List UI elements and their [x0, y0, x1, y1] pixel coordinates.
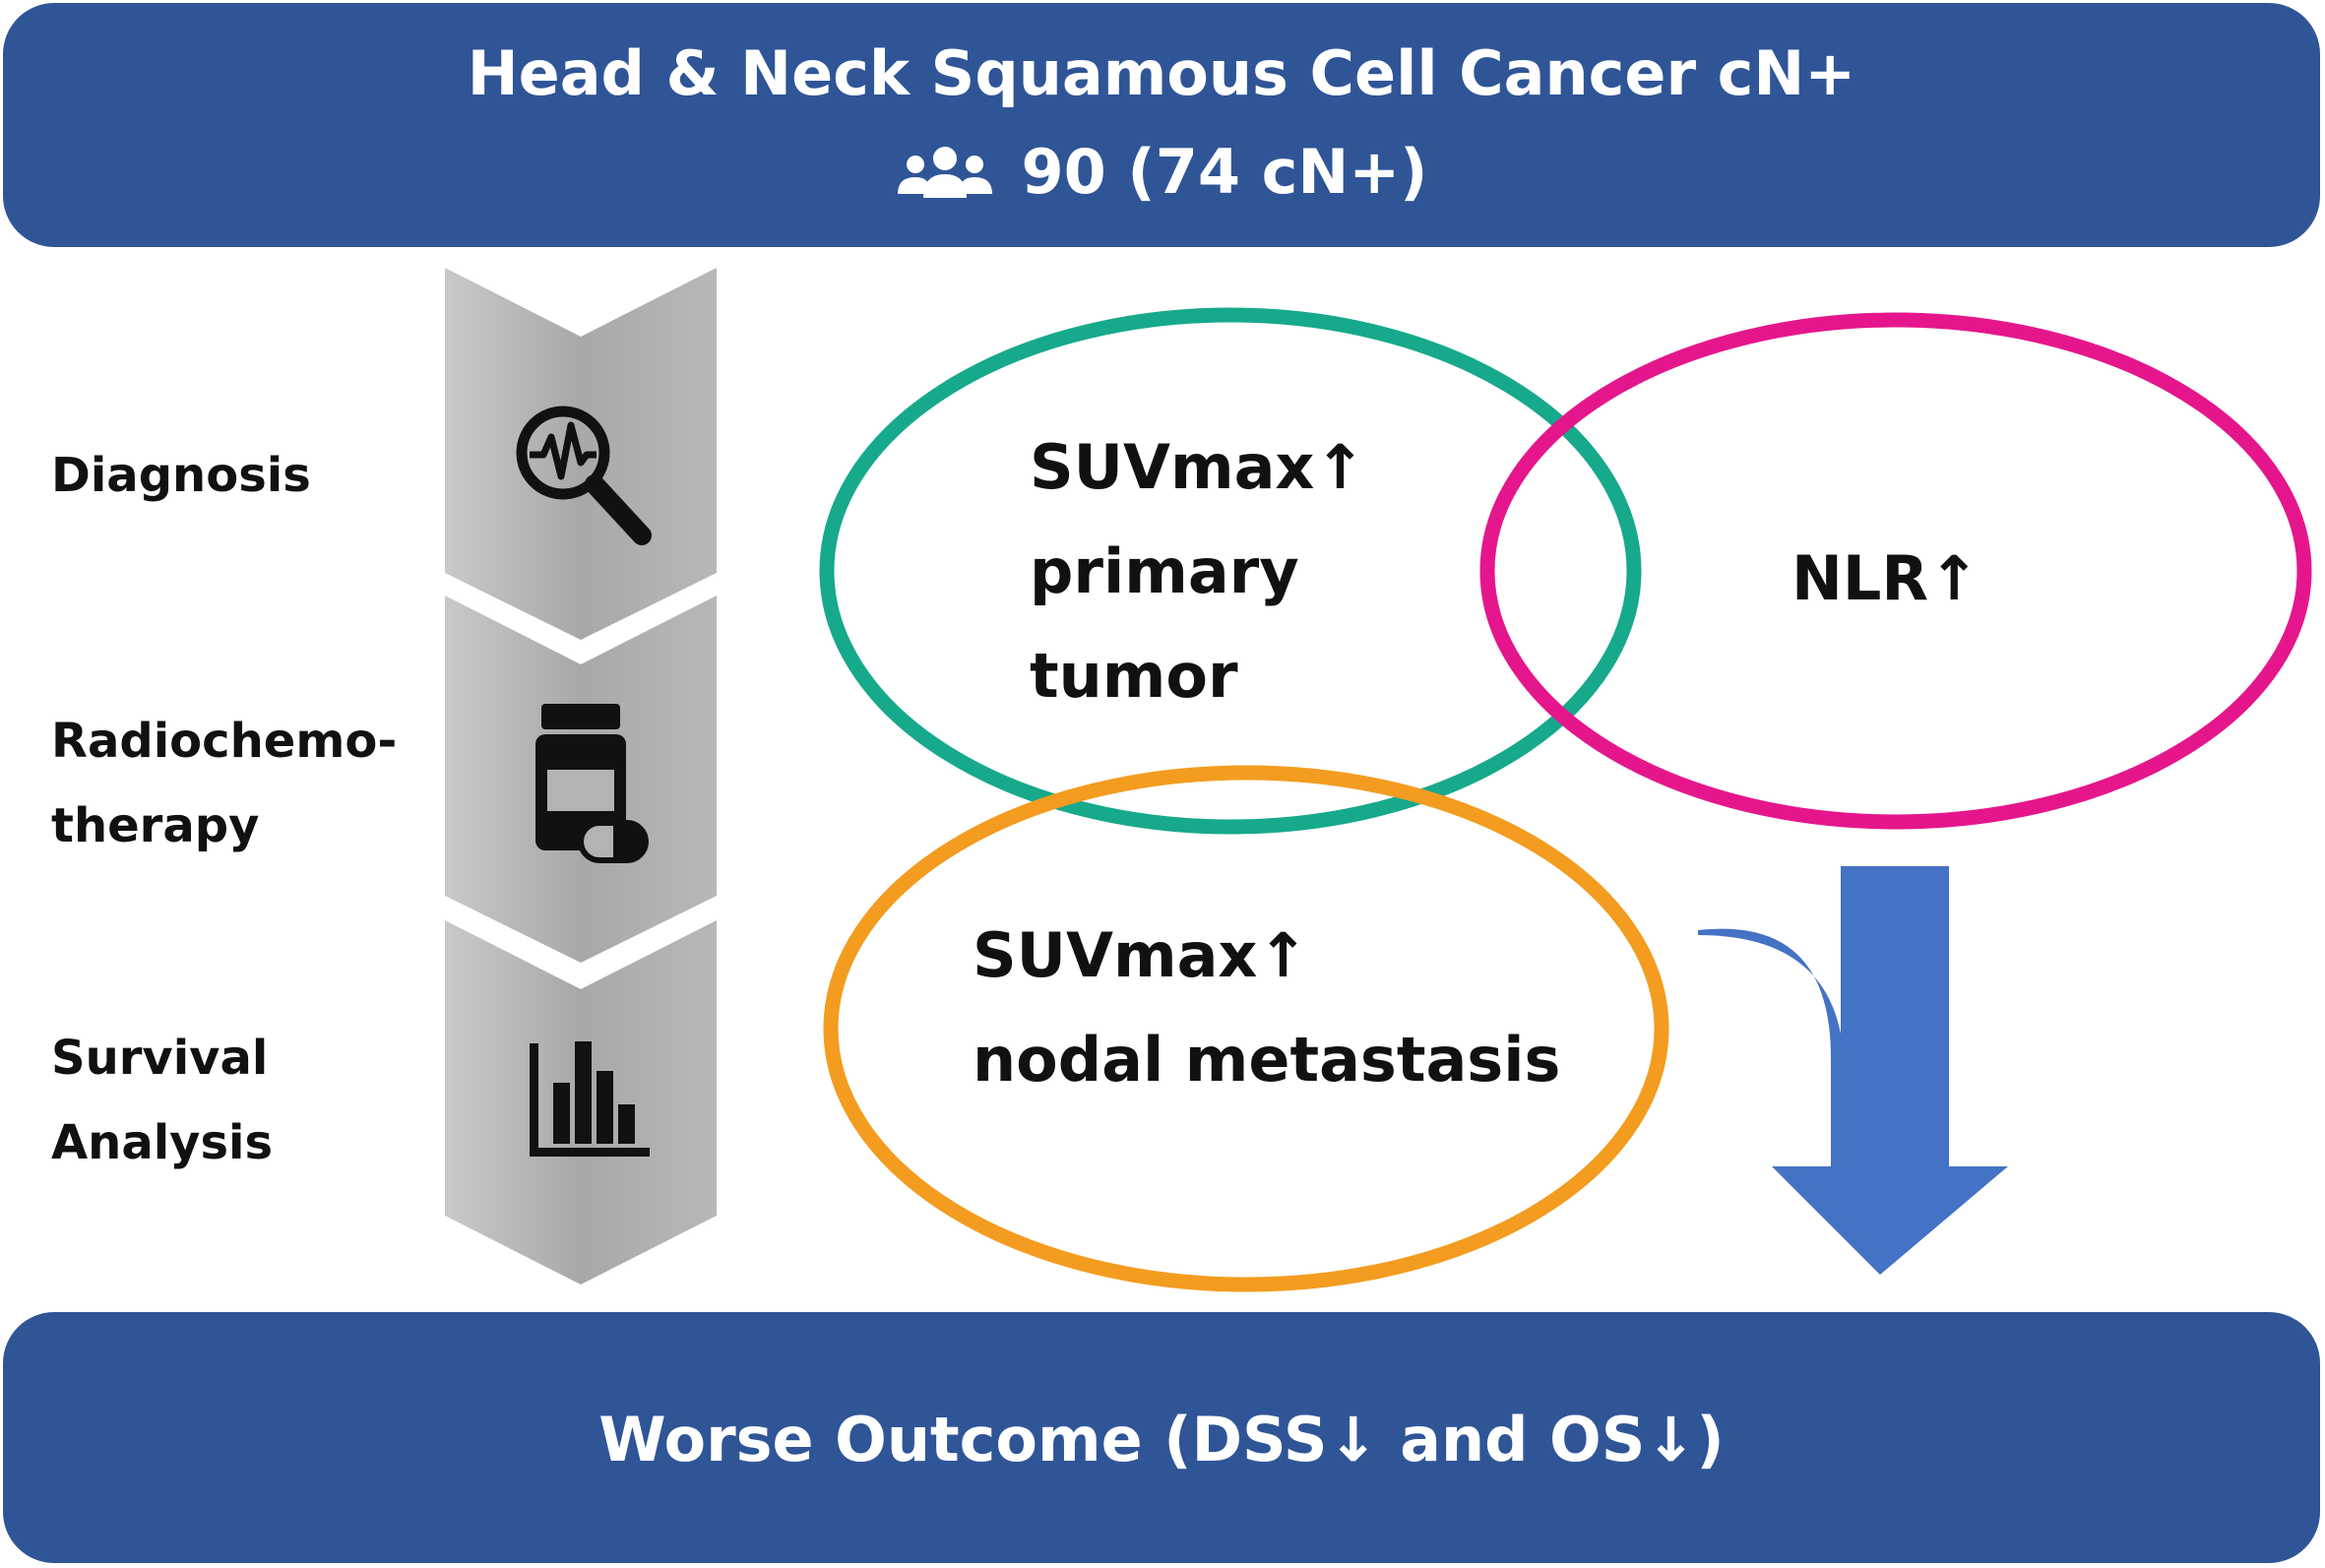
- diagram-title: Head & Neck Squamous Cell Cancer cN+: [467, 37, 1856, 109]
- magnifier-with-pulse-icon: [516, 406, 652, 545]
- suv-nodal-label: SUVmax↑ nodal metastasis: [973, 904, 1560, 1112]
- suv-primary-label: SUVmax↑ primary tumor: [1030, 415, 1365, 728]
- outcome-arrow: [1698, 866, 2008, 1275]
- suv-primary-ellipse: [819, 307, 1642, 835]
- patient-count-row: 90 (74 cN+): [3, 133, 2320, 212]
- header-banner: Head & Neck Squamous Cell Cancer cN+ 90 …: [3, 3, 2320, 247]
- step-label-line: Diagnosis: [51, 448, 311, 503]
- suv-primary-line: tumor: [1030, 640, 1238, 712]
- step-label-line: Survival: [51, 1031, 269, 1086]
- suv-primary-line: primary: [1030, 535, 1299, 607]
- step-label-line: Analysis: [51, 1115, 274, 1170]
- people-group-icon: [897, 147, 992, 198]
- step-label-diagnosis: Diagnosis: [51, 433, 311, 518]
- nlr-line: NLR↑: [1791, 542, 1980, 614]
- nlr-label: NLR↑: [1791, 527, 1979, 631]
- suv-nodal-line: SUVmax↑: [973, 919, 1309, 991]
- suv-nodal-ellipse: [823, 765, 1669, 1292]
- step-label-line: therapy: [51, 798, 260, 853]
- step-label-line: Radiochemo-: [51, 714, 398, 769]
- nlr-ellipse: [1479, 312, 2312, 830]
- suv-nodal-line: nodal metastasis: [973, 1024, 1561, 1096]
- bar-chart-icon: [530, 1041, 650, 1157]
- patient-count: 90 (74 cN+): [1021, 136, 1428, 208]
- step-label-survival-analysis: Survival Analysis: [51, 1016, 273, 1185]
- outcome-text: Worse Outcome (DSS↓ and OS↓): [598, 1404, 1725, 1475]
- outcome-banner: Worse Outcome (DSS↓ and OS↓): [3, 1312, 2320, 1563]
- suv-primary-line: SUVmax↑: [1030, 431, 1366, 503]
- step-label-radiochemotherapy: Radiochemo- therapy: [51, 699, 397, 868]
- medicine-bottle-and-pill-icon: [535, 704, 649, 863]
